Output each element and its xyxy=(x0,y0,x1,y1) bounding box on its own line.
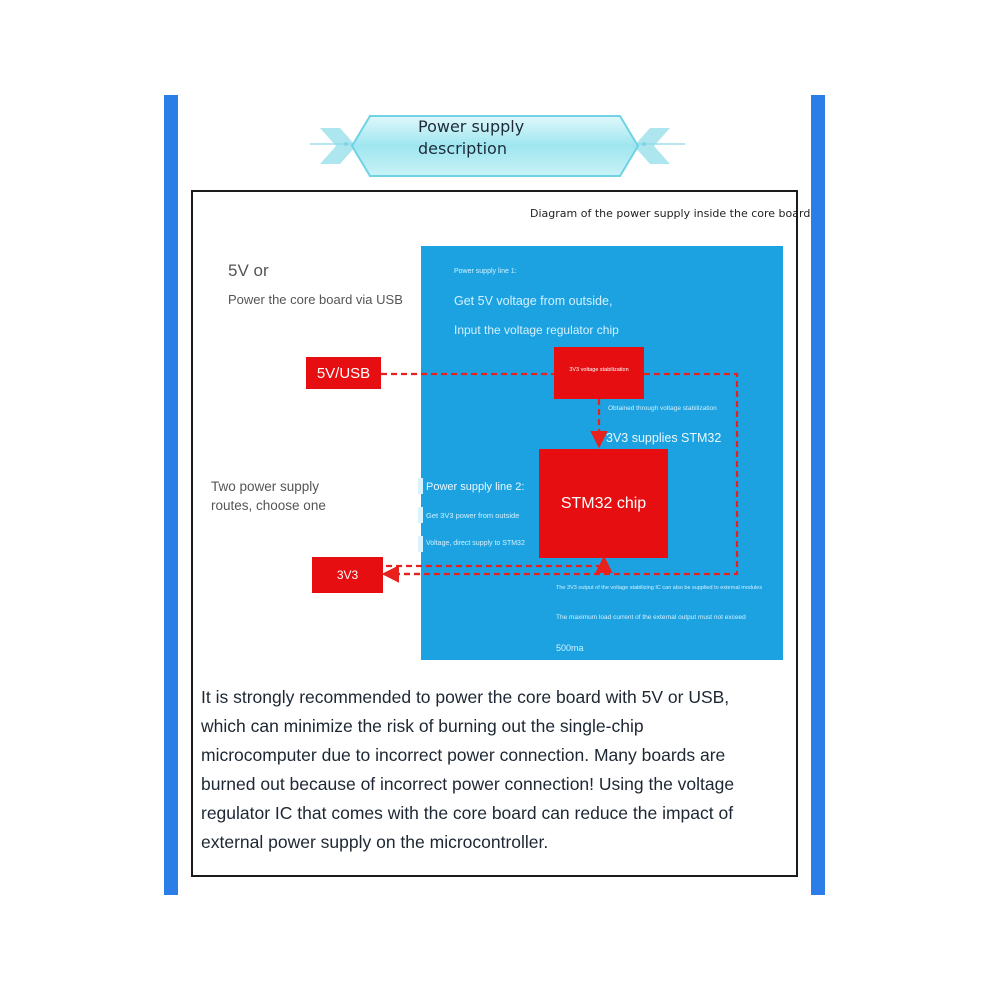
routes-label: Two power supply routes, choose one xyxy=(211,477,361,515)
recommendation-line: external power supply on the microcontro… xyxy=(201,832,549,852)
recommendation-line: regulator IC that comes with the core bo… xyxy=(201,803,734,823)
recommendation-line: burned out because of incorrect power co… xyxy=(201,774,735,794)
left-accent-bar xyxy=(164,95,178,895)
get-5v-text: Get 5V voltage from outside, xyxy=(454,294,613,308)
three-v3-box: 3V3 xyxy=(312,557,383,593)
recommendation-line: which can minimize the risk of burning o… xyxy=(201,716,644,736)
get-3v3-text: Get 3V3 power from outside xyxy=(426,511,520,520)
input-regulator-text: Input the voltage regulator chip xyxy=(454,323,619,337)
banner-title: Power supply description xyxy=(418,116,568,160)
recommendation-line: microcomputer due to incorrect power con… xyxy=(201,745,726,765)
usb-5v-box: 5V/USB xyxy=(306,357,381,389)
line1-heading: Power supply line 1: xyxy=(454,268,517,275)
banner-title-line2: description xyxy=(418,139,507,158)
title-banner xyxy=(310,115,685,177)
routes-label-line2: routes, choose one xyxy=(211,498,326,513)
recommendation-paragraph: It is strongly recommended to power the … xyxy=(201,683,796,857)
recommendation-line: It is strongly recommended to power the … xyxy=(201,687,730,707)
line2-heading: Power supply line 2: xyxy=(426,481,525,493)
line2-tab-marker xyxy=(418,536,423,552)
right-accent-bar xyxy=(811,95,825,895)
obtained-text: Obtained through voltage stabilization xyxy=(608,405,717,412)
max-load-text: The maximum load current of the external… xyxy=(556,614,746,621)
routes-label-line1: Two power supply xyxy=(211,479,320,494)
line2-tab-marker xyxy=(418,478,423,494)
supplies-stm32-text: 3V3 supplies STM32 xyxy=(606,431,722,445)
max-current-value: 500ma xyxy=(556,643,584,653)
stm32-chip-box: STM32 chip xyxy=(539,449,668,558)
diagram-caption: Diagram of the power supply inside the c… xyxy=(530,207,811,220)
regulator-to-right-line xyxy=(386,372,739,576)
output-note-text: The 3V3 output of the voltage stabilizin… xyxy=(556,585,763,591)
line2-tab-marker xyxy=(418,507,423,523)
voltage-direct-text: Voltage, direct supply to STM32 xyxy=(426,540,525,547)
five-v-or-label: 5V or xyxy=(228,261,269,280)
banner-title-line1: Power supply xyxy=(418,117,525,136)
voltage-regulator-box: 3V3 voltage stabilization xyxy=(554,347,644,399)
usb-power-label: Power the core board via USB xyxy=(228,292,403,307)
line2-to-stm32-line xyxy=(386,555,613,574)
